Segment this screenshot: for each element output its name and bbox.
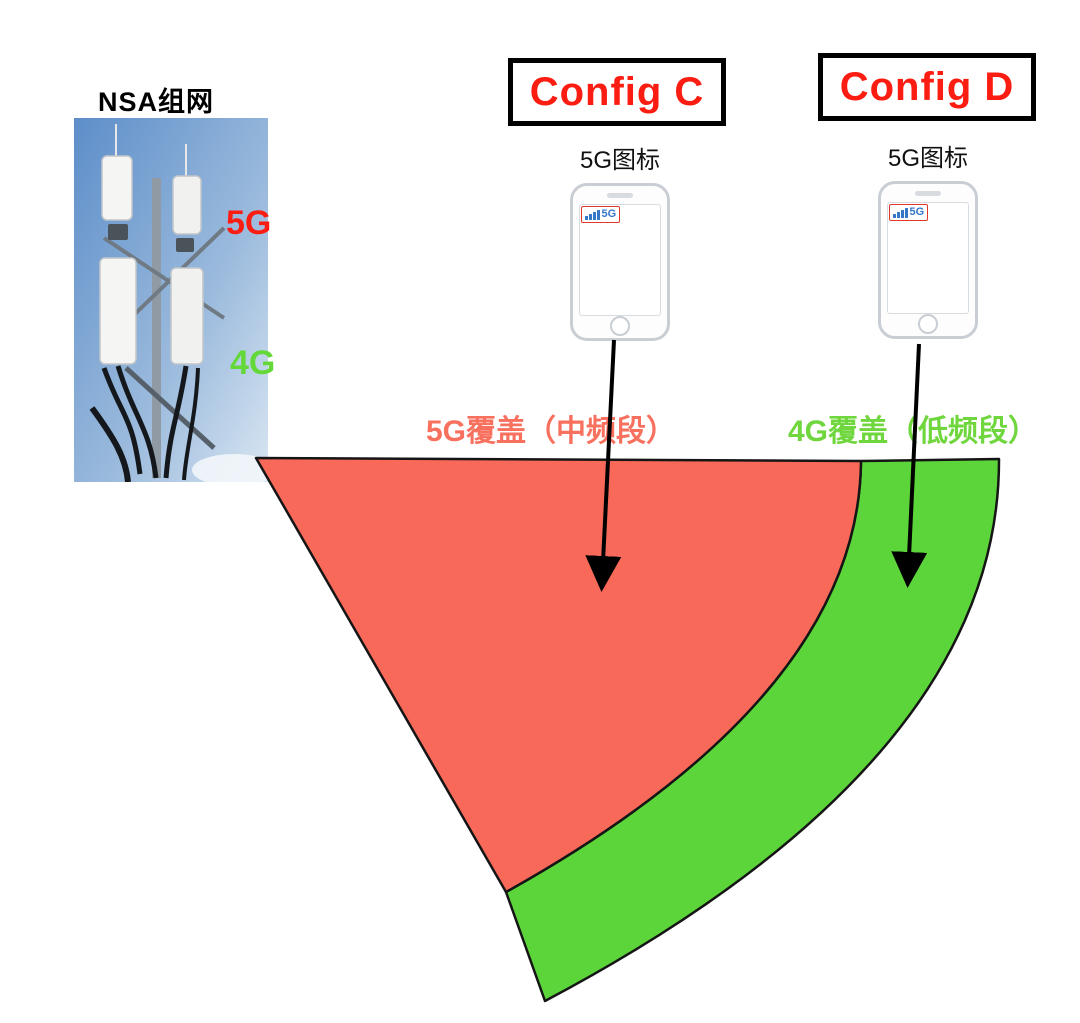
coverage-5g-sector [254,456,863,894]
config-d-title: Config D [839,64,1015,109]
signal-5g-label: 5G [601,208,617,220]
phone-home-button [610,316,630,336]
phone-config-c: 5G [570,183,670,341]
config-c-box: Config C [508,58,726,126]
phone-speaker [915,191,941,196]
signal-bars-icon [585,210,600,220]
config-d-icon-caption: 5G图标 [887,145,968,172]
phone-config-d: 5G [878,181,978,339]
coverage-label-4g: 4G覆盖（低频段） [788,415,1039,448]
phone-home-button [918,314,938,334]
arrow-config-d [891,343,928,588]
signal-indicator-highlight: 5G [889,204,929,221]
tower-photo-illustration [74,118,276,486]
arrow-config-c [585,339,622,592]
coverage-4g-band [504,457,1001,1003]
nsa-title: NSA组网 [98,87,215,117]
config-c-icon-caption: 5G图标 [579,147,660,174]
config-c-title: Config C [529,69,705,114]
config-d-box: Config D [818,53,1036,121]
signal-indicator-highlight: 5G [581,206,621,223]
phone-speaker [607,193,633,198]
tower-4g-label: 4G [230,344,276,382]
tower-photo [74,118,276,486]
signal-bars-icon [893,208,908,218]
tower-5g-label: 5G [226,204,272,242]
phone-screen: 5G [887,202,969,314]
signal-5g-label: 5G [909,206,925,218]
phone-screen: 5G [579,204,661,316]
coverage-label-5g: 5G覆盖（中频段） [426,415,677,448]
